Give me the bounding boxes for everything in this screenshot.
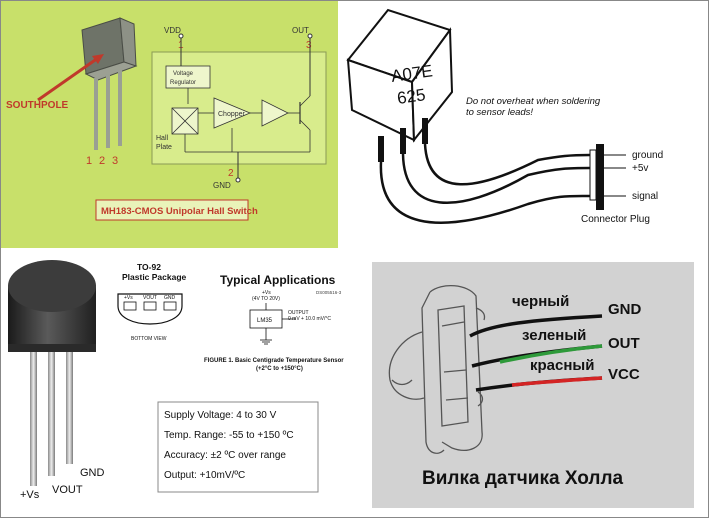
wire-label-black: черный [512, 293, 569, 310]
connector-plug [596, 144, 604, 210]
specs-box [157, 401, 319, 493]
wire-red [511, 376, 603, 387]
southpole-arrow [37, 56, 99, 102]
southpole-label: SOUTHPOLE [6, 100, 69, 111]
spec-accuracy: Accuracy: ±2 ºC over range [164, 450, 286, 461]
hall-text-2: Plate [156, 144, 172, 151]
lead-3 [422, 118, 428, 144]
lm35-diagram: +Vs VOUT GND TO-92 Plastic Package +Vs V… [8, 260, 344, 501]
circuit-output-value: 0 mV + 10.0 mV/°C [288, 316, 331, 322]
solder-note-2: to sensor leads! [466, 107, 533, 118]
sensor-marking-2: 625 [396, 85, 427, 108]
hall-switch-title: MH183-CMOS Unipolar Hall Switch [101, 206, 258, 217]
spec-supply: Supply Voltage: 4 to 30 V [164, 410, 277, 421]
wire-signal [379, 161, 591, 224]
wire-label-red: красный [530, 357, 594, 374]
pin-label-gnd: GND [164, 295, 176, 301]
hall-text-1: Hall [156, 135, 169, 142]
pin-label-vcc: VCC [608, 366, 640, 383]
leg-label-vs: +Vs [20, 489, 40, 501]
hall-plug-caption: Вилка датчика Холла [422, 468, 624, 489]
package-title-1: TO-92 [137, 262, 161, 272]
package-title-2: Plastic Package [122, 272, 187, 282]
wire-5v [401, 153, 591, 204]
ground-label: ground [632, 150, 663, 161]
leg-label-vout: VOUT [52, 484, 83, 496]
regulator-text-2: Regulator [170, 80, 196, 86]
typical-applications-title: Typical Applications [220, 273, 336, 287]
wire-black [469, 314, 603, 338]
wire-label-green: зеленый [522, 327, 586, 344]
gnd-pin: 2 [228, 168, 234, 179]
sensor-plug-panel: A07E 625 ground +5v signal Connector Plu… [338, 0, 709, 248]
lm35-leg-gnd [66, 352, 73, 464]
wire-ground [423, 143, 591, 186]
figure-code: DS005516-3 [316, 290, 342, 295]
pin-number-3: 3 [112, 155, 118, 167]
signal-label: signal [632, 191, 658, 202]
lm35-leg-vs [30, 352, 37, 486]
pin-label-gnd: GND [608, 301, 642, 318]
figure-caption-1: FIGURE 1. Basic Centigrade Temperature S… [204, 358, 344, 364]
chopper-label: Chopper [218, 111, 246, 118]
bottom-view-label: BOTTOM VIEW [131, 336, 167, 342]
sensor-right-face [410, 27, 454, 143]
lm35-top [8, 260, 96, 312]
leg-label-gnd: GND [80, 467, 105, 479]
vdd-label: VDD [164, 26, 181, 35]
pin-number-1: 1 [86, 155, 92, 167]
lm35-leg-vout [48, 352, 55, 476]
hall-switch-diagram: SOUTHPOLE 1 2 3 VDD 1 OUT 3 Voltage Regu… [6, 17, 327, 221]
hall-switch-panel: SOUTHPOLE 1 2 3 VDD 1 OUT 3 Voltage Regu… [0, 0, 338, 248]
southpole-arrowhead [92, 54, 104, 64]
lead-1 [378, 136, 384, 162]
circuit-vs-label: +Vs [262, 290, 271, 296]
spec-temp-range: Temp. Range: -55 to +150 ºC [164, 430, 294, 441]
out-pin: 3 [306, 40, 312, 51]
connector-plug-label: Connector Plug [581, 214, 650, 225]
circuit-output-label: OUTPUT [288, 310, 309, 316]
gnd-label: GND [213, 181, 231, 190]
sensor-plug-diagram: A07E 625 ground +5v signal Connector Plu… [346, 8, 663, 225]
circuit-vs-range: (4V TO 20V) [252, 296, 280, 302]
solder-note-1: Do not overheat when soldering [466, 96, 601, 107]
pin-label-out: OUT [608, 335, 640, 352]
regulator-text-1: Voltage [173, 71, 194, 77]
lead-2 [400, 128, 406, 154]
pin-label-vs: +Vs [124, 295, 133, 301]
spec-output: Output: +10mV/ºC [164, 470, 245, 481]
pin-label-vout: VOUT [143, 295, 157, 301]
pin-number-2: 2 [99, 155, 105, 167]
plus5v-label: +5v [632, 163, 648, 174]
plug-sketch [388, 285, 486, 454]
out-label: OUT [292, 26, 309, 35]
lm35-chip-label: LM35 [257, 318, 273, 324]
hall-plug-panel: черный зеленый красный GND OUT VCC Вилка… [372, 262, 694, 508]
figure-caption-2: (+2°C to +150°C) [256, 366, 303, 372]
title-box [95, 199, 249, 221]
lm35-panel: +Vs VOUT GND TO-92 Plastic Package +Vs V… [0, 248, 372, 518]
hall-plug-diagram: черный зеленый красный GND OUT VCC Вилка… [372, 262, 694, 508]
wire-green [499, 344, 603, 364]
